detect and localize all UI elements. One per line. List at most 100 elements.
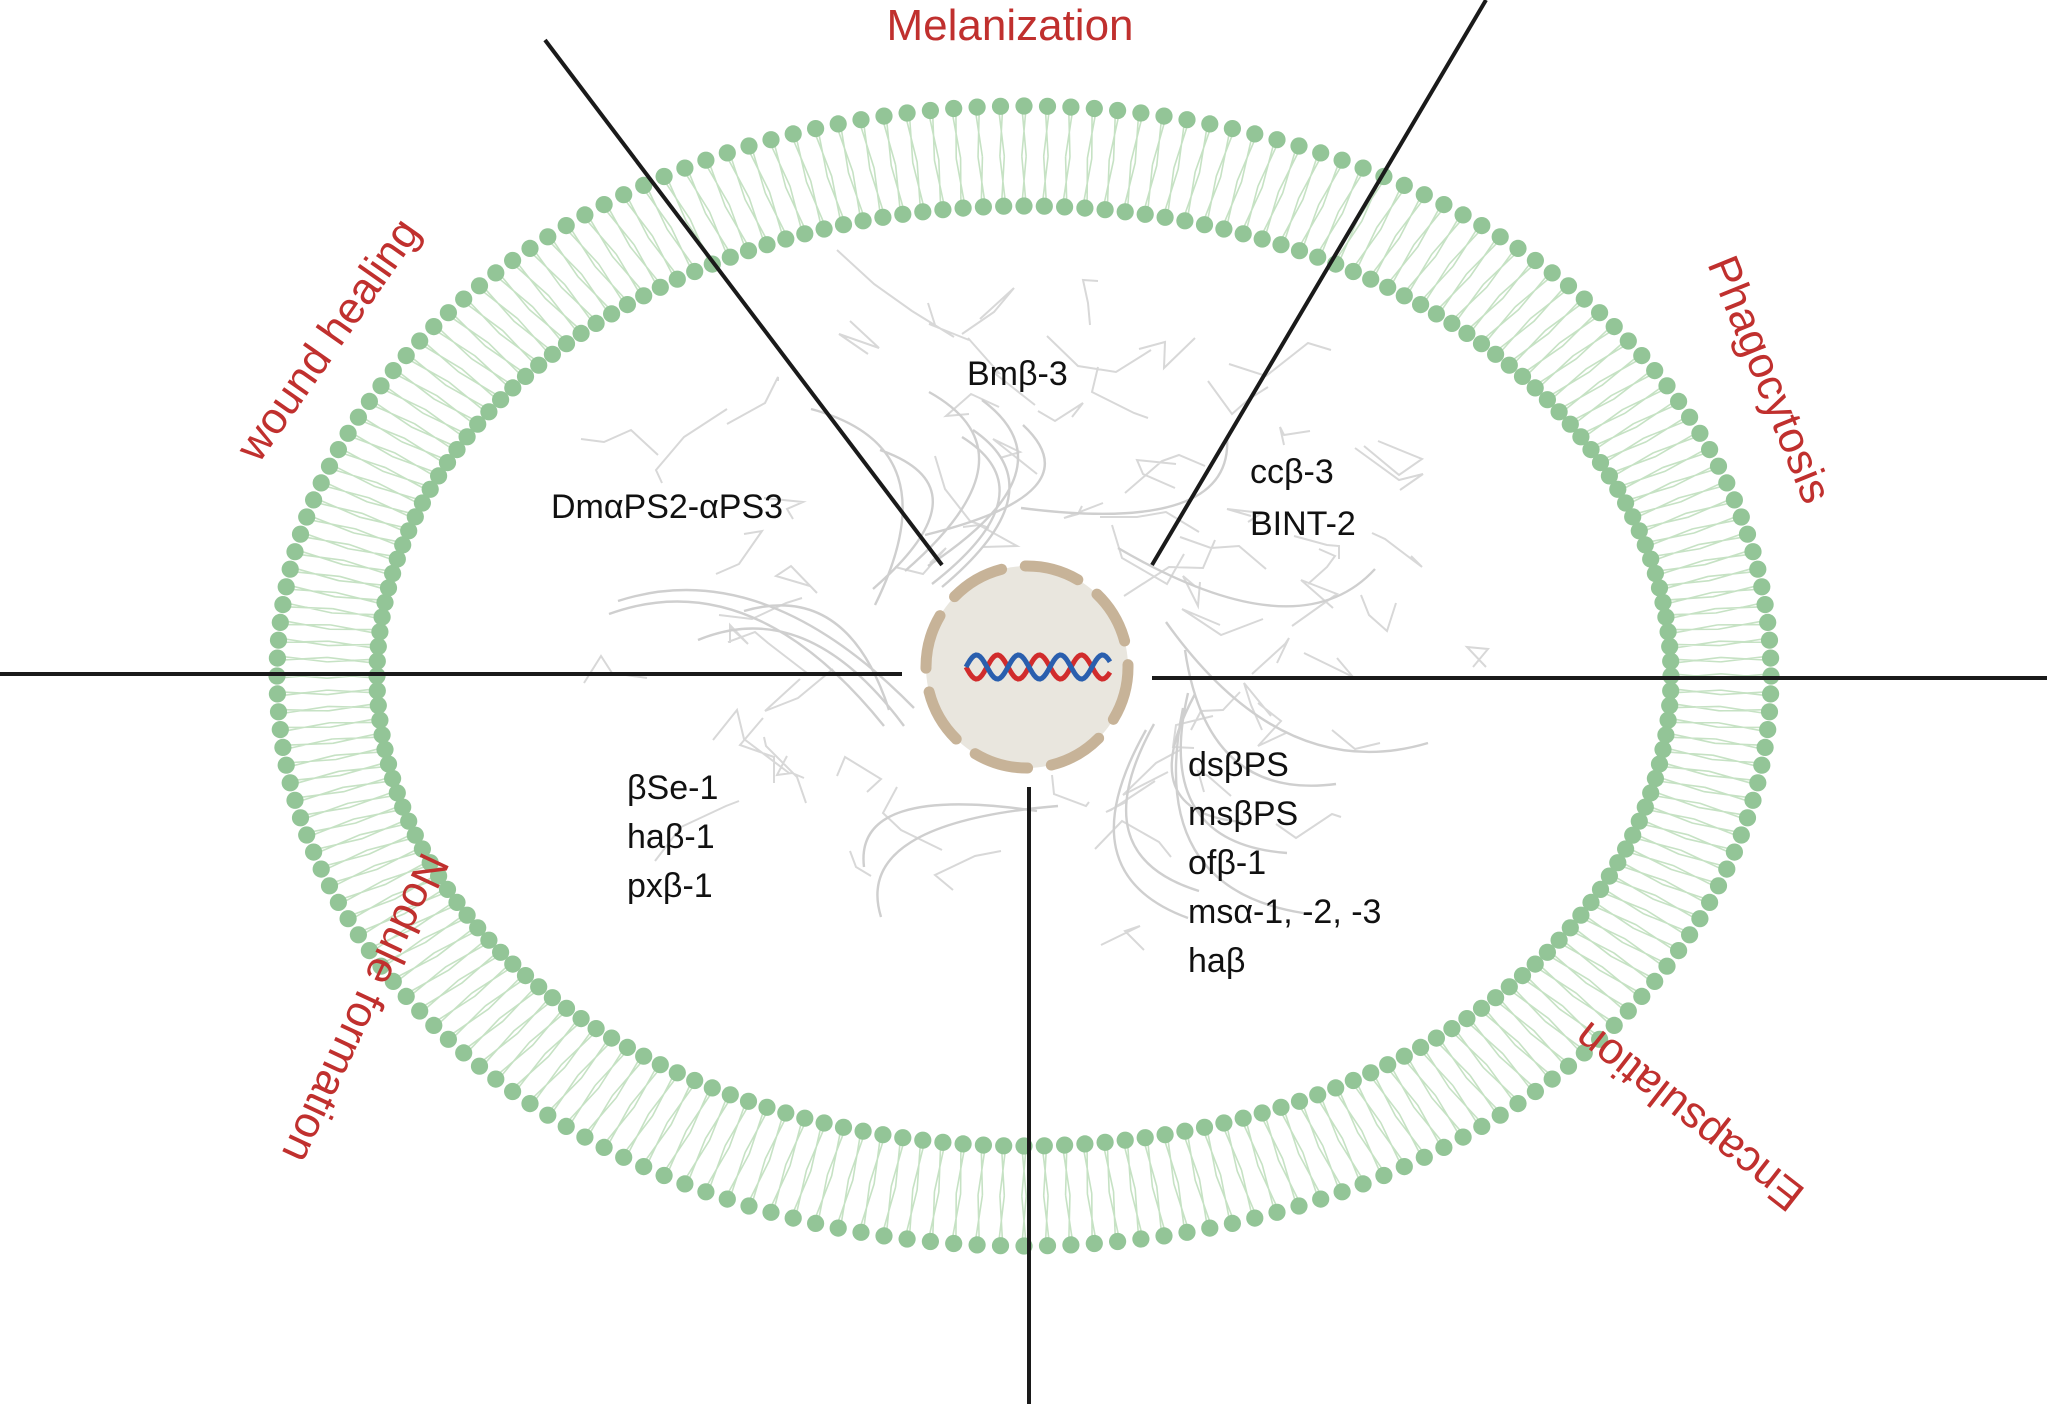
lipid-head	[360, 392, 378, 410]
lipid-head	[1116, 203, 1134, 221]
cytoskeleton-filaments	[580, 249, 1490, 951]
lipid-head	[921, 1232, 940, 1251]
lipid-head	[945, 1234, 963, 1253]
lipid-head	[1500, 356, 1518, 374]
lipid-head	[1195, 1118, 1214, 1136]
lipid-head	[834, 1118, 853, 1136]
lipid-head	[1725, 491, 1743, 509]
lipid-head	[655, 1166, 673, 1185]
lipid-head	[1718, 474, 1736, 492]
lipid-head	[934, 1133, 952, 1151]
lipid-head	[339, 910, 357, 928]
lipid-head	[360, 942, 378, 960]
lipid-head	[274, 738, 292, 757]
lipid-head	[995, 197, 1013, 215]
lipid-head	[995, 1137, 1013, 1155]
lipid-head	[651, 1056, 669, 1074]
lipid-head	[1333, 1183, 1351, 1201]
lipid-head	[329, 893, 347, 912]
lipid-head	[298, 508, 316, 526]
lipid-head	[1526, 251, 1544, 270]
lipid-head	[1178, 111, 1196, 129]
lipid-head	[758, 236, 776, 254]
lipid-head	[1038, 97, 1057, 115]
gene-label: βSe-1	[627, 769, 718, 807]
lipid-head	[635, 1158, 653, 1176]
lipid-head	[1234, 225, 1252, 243]
lipid-head	[875, 1227, 893, 1245]
lipid-head	[1609, 480, 1627, 498]
lipid-head	[271, 613, 289, 632]
lipid-head	[921, 101, 940, 120]
lipid-head	[1654, 593, 1672, 612]
lipid-head	[439, 1030, 457, 1048]
lipid-head	[1253, 230, 1271, 248]
lipid-head	[1035, 1137, 1053, 1155]
role-label-nodule-formation: Nodule formation	[272, 846, 458, 1170]
lipid-head	[1605, 1016, 1623, 1034]
lipid-head	[1659, 623, 1677, 641]
lipid-head	[406, 826, 424, 844]
lipid-head	[1178, 1223, 1196, 1241]
lipid-head	[1725, 843, 1743, 861]
lipid-head	[469, 415, 487, 433]
lipid-head	[1575, 1044, 1593, 1062]
lipid-head	[1379, 1056, 1397, 1074]
lipid-head	[455, 290, 473, 308]
lipid-head	[1732, 826, 1750, 844]
lipid-head	[1156, 1126, 1174, 1144]
lipid-head	[1395, 1047, 1413, 1065]
lipid-head	[874, 208, 892, 226]
lipid-head	[1234, 1109, 1252, 1127]
lipid-head	[651, 278, 669, 296]
lipid-head	[1630, 522, 1648, 540]
lipid-head	[796, 1109, 814, 1127]
lipid-head	[349, 926, 367, 944]
lipid-head	[372, 957, 390, 975]
gene-list-upper-right: ccβ-3 BINT-2	[1250, 453, 1356, 543]
lipid-head	[397, 347, 415, 365]
lipid-head	[487, 264, 505, 282]
lipid-head	[1035, 197, 1053, 215]
lipid-head	[1015, 97, 1033, 115]
lipid-head	[1472, 335, 1491, 353]
lipid-head	[991, 97, 1010, 115]
lipid-head	[1109, 1232, 1127, 1251]
lipid-head	[439, 304, 457, 322]
lipid-head	[1491, 228, 1509, 246]
lipid-head	[1473, 217, 1491, 235]
lipid-head	[1619, 1002, 1637, 1020]
lipid-head	[277, 578, 295, 596]
lipid-head	[1344, 262, 1362, 281]
lipid-head	[807, 1214, 825, 1232]
lipid-head	[852, 1223, 870, 1241]
lipid-head	[1538, 943, 1556, 961]
lipid-head	[1096, 1133, 1114, 1151]
lipid-head	[615, 186, 633, 204]
lipid-head	[784, 125, 802, 143]
lipid-head	[1582, 893, 1600, 912]
lipid-head	[595, 196, 613, 214]
lipid-head	[1572, 428, 1590, 446]
lipid-head	[384, 972, 402, 991]
lipid-head	[1272, 236, 1290, 254]
lipid-head	[1290, 1197, 1308, 1215]
lipid-head	[1617, 494, 1635, 512]
lipid-head	[1646, 972, 1664, 991]
lipid-head	[516, 967, 535, 985]
lipid-head	[1654, 740, 1672, 759]
lipid-head	[1132, 1230, 1150, 1248]
lipid-head	[438, 880, 457, 899]
lipid-head	[268, 685, 286, 703]
lipid-head	[413, 494, 431, 512]
gene-label-upper-left: DmαPS2-αPS3	[551, 488, 783, 526]
lipid-head	[740, 137, 758, 155]
lipid-head	[1661, 696, 1679, 715]
lipid-head	[492, 391, 510, 409]
lipid-head	[1056, 198, 1074, 216]
lipid-head	[1538, 391, 1556, 409]
lipid-head	[852, 111, 870, 129]
lipid-head	[1215, 220, 1233, 238]
lipid-head	[1458, 1010, 1476, 1028]
lipid-head	[1362, 1064, 1380, 1082]
